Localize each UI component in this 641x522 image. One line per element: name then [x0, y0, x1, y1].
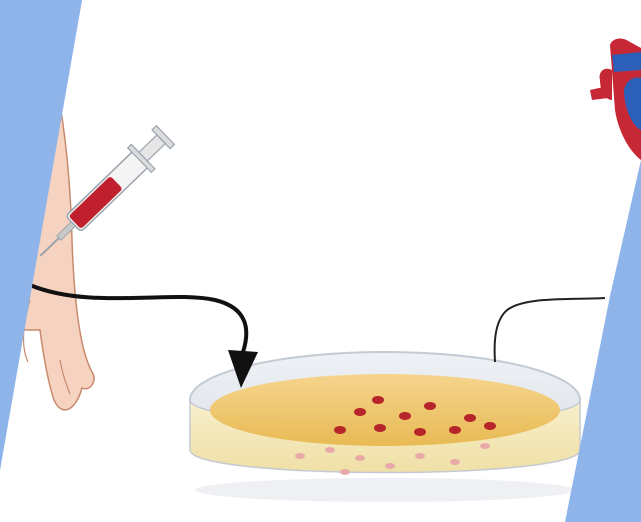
- petri-dish-icon: [190, 352, 580, 502]
- heart-icon: [590, 38, 641, 160]
- right-panel: [565, 160, 641, 522]
- connector-line: [495, 298, 605, 362]
